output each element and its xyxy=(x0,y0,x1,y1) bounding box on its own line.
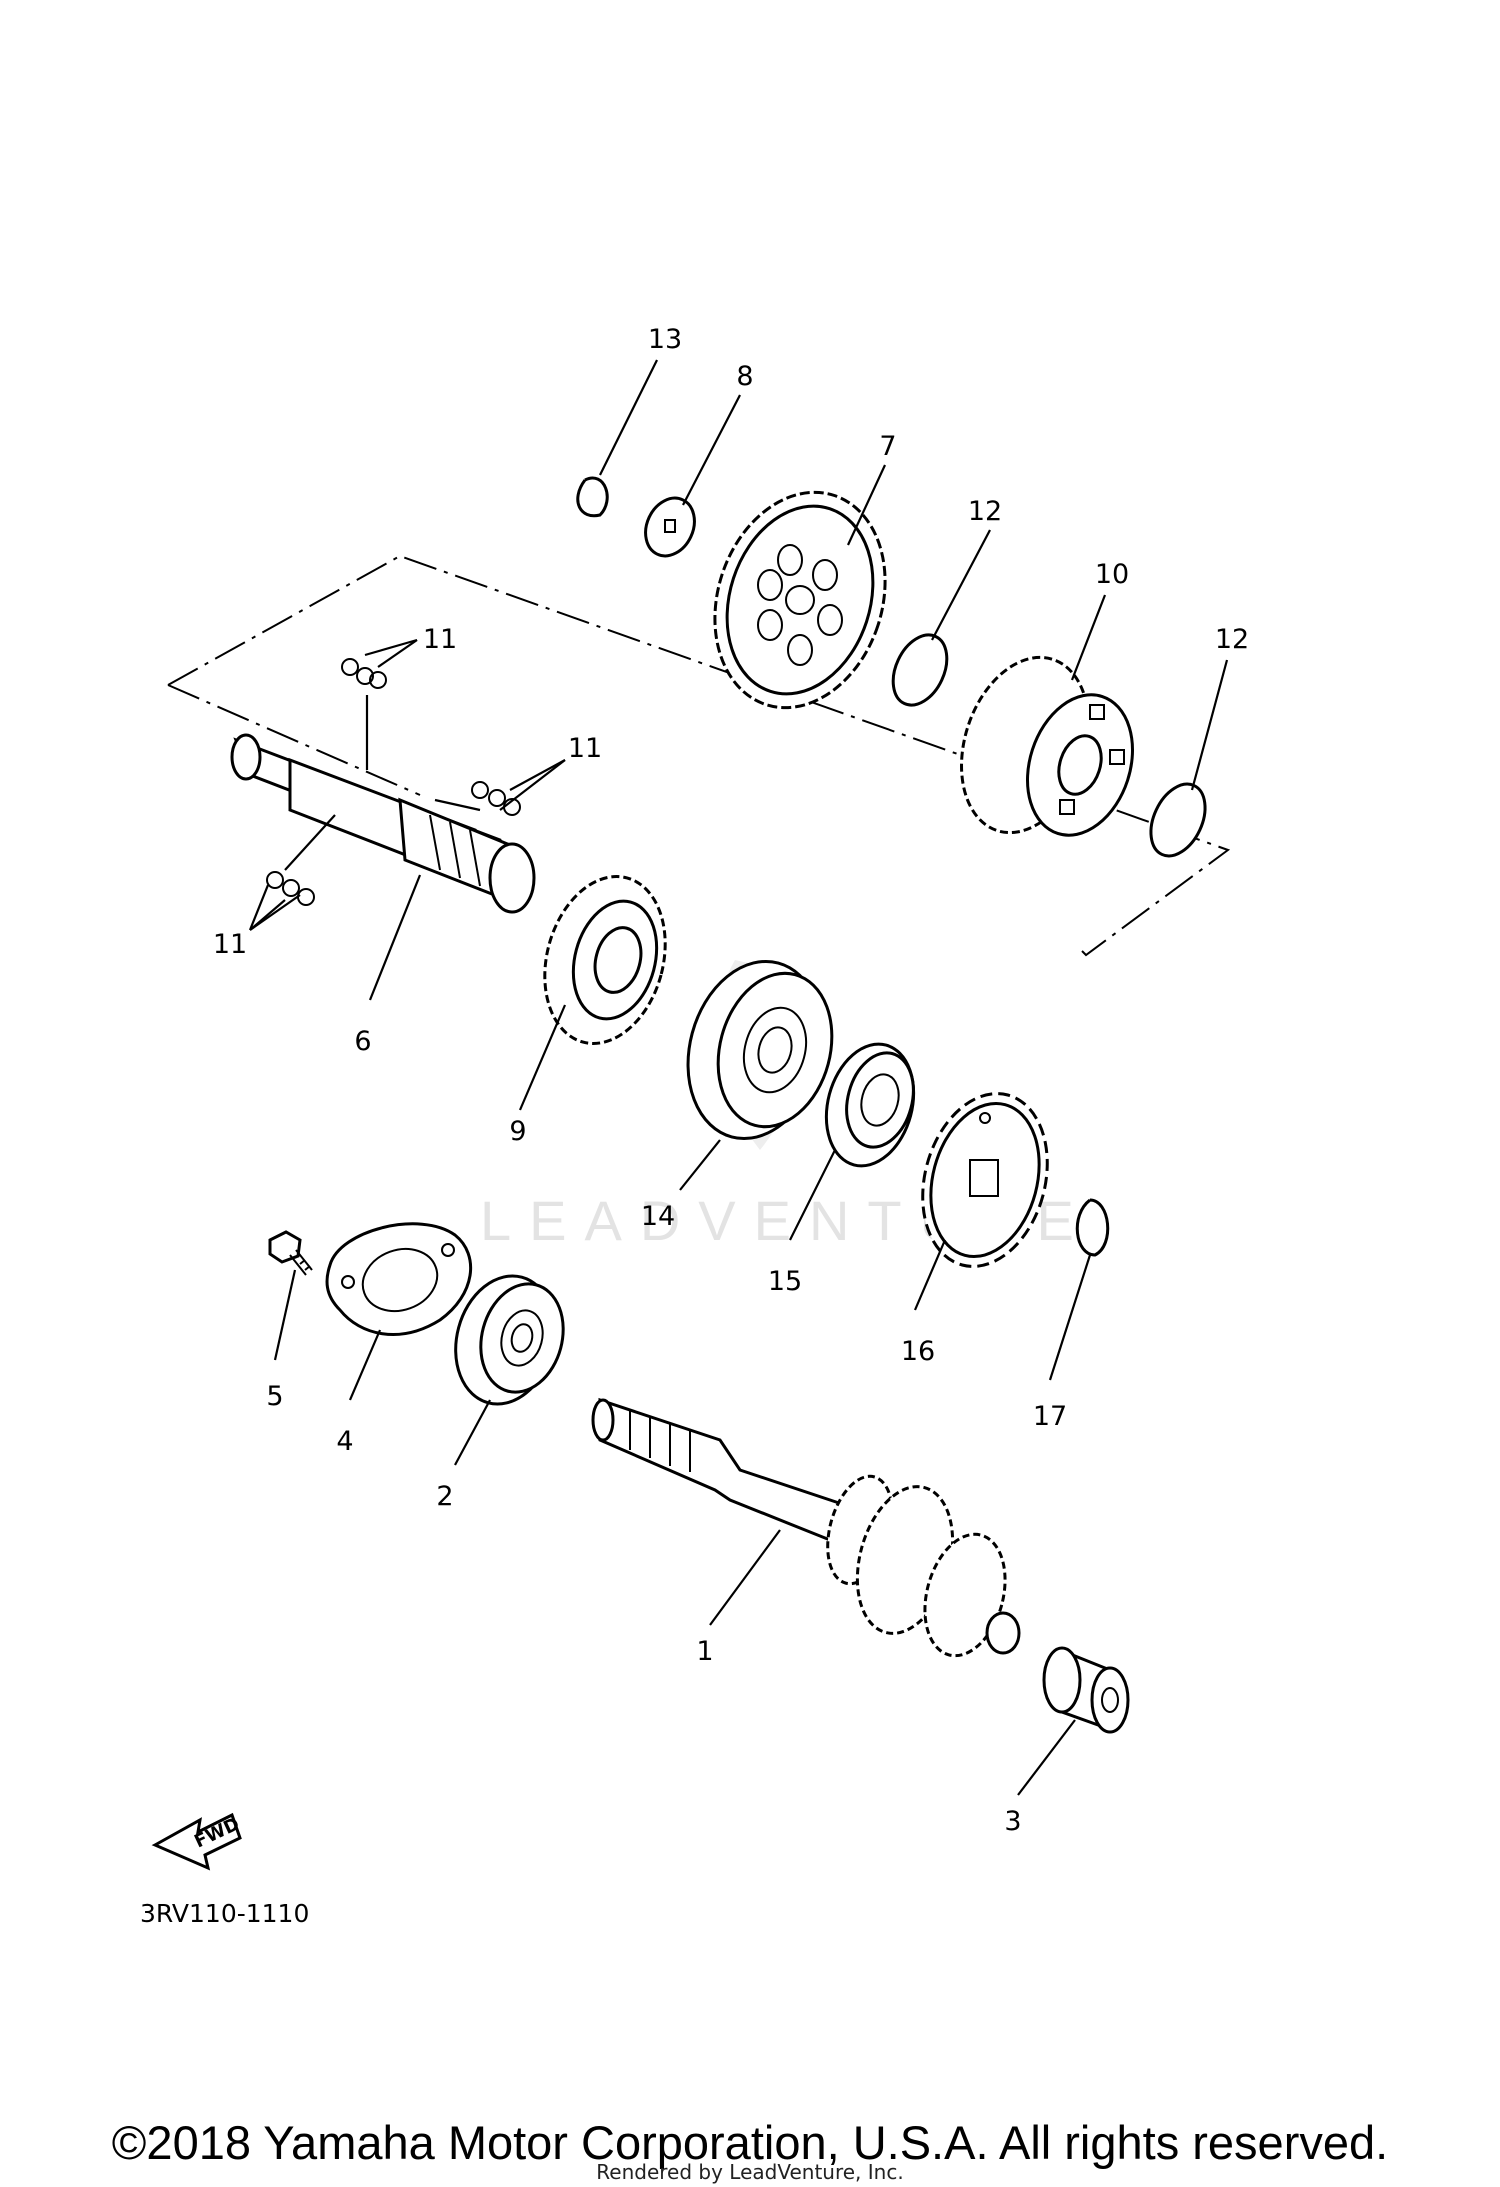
fwd-arrow: FWD xyxy=(151,1812,243,1871)
diagram-code: 3RV110-1110 xyxy=(140,1899,309,1928)
callout-12-lower: 12 xyxy=(1215,624,1249,655)
part-2-bearing xyxy=(454,1274,565,1406)
callout-11-left: 11 xyxy=(213,929,247,960)
callout-1: 1 xyxy=(696,1636,713,1667)
assembly-boundary xyxy=(167,554,1231,957)
callout-11-mid: 11 xyxy=(568,733,602,764)
part-16-sprocket xyxy=(921,1092,1049,1268)
part-15-seal xyxy=(824,1042,916,1168)
callout-labels: 13 8 7 12 10 12 11 11 11 6 9 14 15 16 17… xyxy=(213,324,1249,1837)
part-10-gear xyxy=(960,655,1135,837)
callout-9: 9 xyxy=(509,1116,526,1147)
part-3-collar xyxy=(1042,1646,1130,1734)
rendered-by-notice: Rendered by LeadVenture, Inc. xyxy=(596,2160,904,2184)
callout-5: 5 xyxy=(266,1381,283,1412)
part-12-ring-lower xyxy=(1149,782,1207,858)
part-12-ring-upper xyxy=(891,633,949,707)
leader-lines xyxy=(248,359,1229,1796)
callout-8: 8 xyxy=(736,361,753,392)
callout-17: 17 xyxy=(1033,1401,1067,1432)
part-8-washer xyxy=(644,496,696,558)
callout-11-top: 11 xyxy=(423,624,457,655)
callout-12-upper: 12 xyxy=(968,496,1002,527)
assembly-boundary-left xyxy=(167,684,421,796)
callout-14: 14 xyxy=(641,1201,675,1232)
part-17-circlip xyxy=(1075,1198,1110,1257)
part-1-main-shaft xyxy=(591,1397,1021,1658)
part-6-shaft xyxy=(230,733,536,914)
part-14-bearing xyxy=(686,959,834,1141)
part-7-gear xyxy=(713,490,887,710)
callout-15: 15 xyxy=(768,1266,802,1297)
callout-10: 10 xyxy=(1095,559,1129,590)
part-9-gear xyxy=(543,875,667,1045)
callout-4: 4 xyxy=(336,1426,353,1457)
part-13-circlip xyxy=(576,476,609,518)
part-5-bolt xyxy=(268,1230,313,1276)
callout-13: 13 xyxy=(648,324,682,355)
callout-7: 7 xyxy=(879,431,896,462)
part-4-plate xyxy=(325,1222,472,1336)
callout-2: 2 xyxy=(436,1481,453,1512)
callout-16: 16 xyxy=(901,1336,935,1367)
copyright-notice: ©2018 Yamaha Motor Corporation, U.S.A. A… xyxy=(111,2116,1389,2169)
callout-3: 3 xyxy=(1004,1806,1021,1837)
callout-6: 6 xyxy=(354,1026,371,1057)
